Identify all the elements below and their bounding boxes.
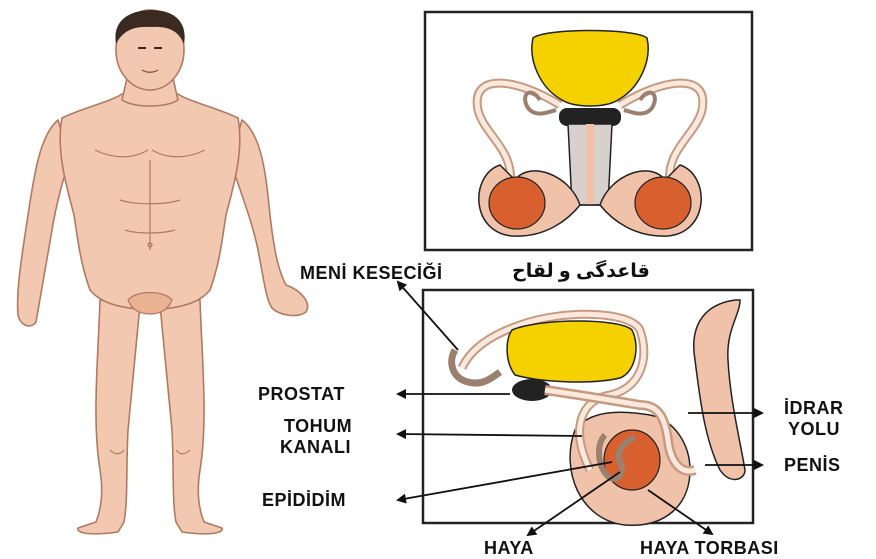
label-kanali: KANALI — [280, 437, 351, 457]
left-testis-frontal — [489, 177, 545, 229]
label-prostat: PROSTAT — [258, 384, 345, 404]
left-leg — [78, 300, 140, 534]
right-testis-frontal — [635, 177, 691, 229]
bladder-side — [507, 321, 636, 382]
label-tohum: TOHUM — [284, 416, 352, 436]
label-haya: HAYA — [484, 538, 534, 558]
label-haya-torbasi: HAYA TORBASI — [640, 538, 779, 558]
right-arm — [230, 120, 308, 315]
human-figure — [18, 10, 308, 534]
label-yolu: YOLU — [788, 419, 840, 439]
label-epididim: EPİDİDİM — [262, 490, 346, 510]
label-penis: PENİS — [784, 455, 841, 475]
arabic-caption: قاعدگی و لقاح — [512, 262, 650, 282]
label-meni-kesecigi: MENİ KESECİĞİ — [300, 263, 443, 283]
right-leg — [160, 300, 222, 534]
label-idrar: İDRAR — [784, 398, 844, 418]
